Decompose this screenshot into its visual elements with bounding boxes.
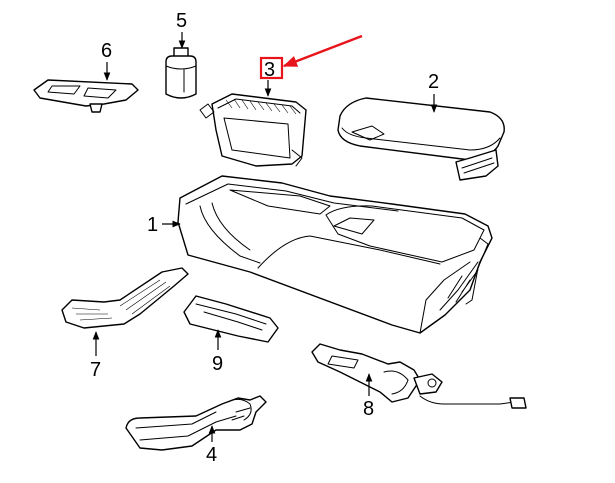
callout-3-highlight-box [259, 56, 284, 80]
callout-label-4: 4 [206, 444, 217, 466]
part-9-pocket [183, 295, 279, 343]
callout-label-5: 5 [176, 10, 187, 32]
callout-7: 7 [90, 331, 101, 381]
callout-3: 3 [259, 34, 363, 97]
callout-5: 5 [176, 10, 187, 49]
callout-4: 4 [206, 425, 217, 466]
part-4-shift-bracket [125, 395, 267, 451]
callout-label-2: 2 [428, 71, 439, 93]
callout-label-7: 7 [90, 359, 101, 381]
callout-9: 9 [212, 329, 223, 375]
part-6-tray [33, 79, 139, 113]
part-1-console-body [177, 175, 493, 334]
part-5-cylinder [165, 47, 197, 99]
part-2-armrest-lid [337, 97, 505, 181]
callout-label-6: 6 [101, 40, 112, 62]
callout-3-red-arrow [282, 34, 363, 68]
part-3-storage-bin [199, 93, 307, 167]
callout-label-3: 3 [264, 59, 275, 81]
callout-label-1: 1 [147, 214, 158, 236]
callout-8: 8 [363, 373, 374, 420]
callout-1: 1 [147, 214, 181, 236]
callout-6: 6 [101, 40, 112, 81]
part-8-brake-lever [311, 343, 527, 409]
callout-label-8: 8 [363, 398, 374, 420]
part-7-trim-strip [61, 267, 189, 329]
callout-2: 2 [428, 71, 439, 113]
callout-label-9: 9 [212, 353, 223, 375]
